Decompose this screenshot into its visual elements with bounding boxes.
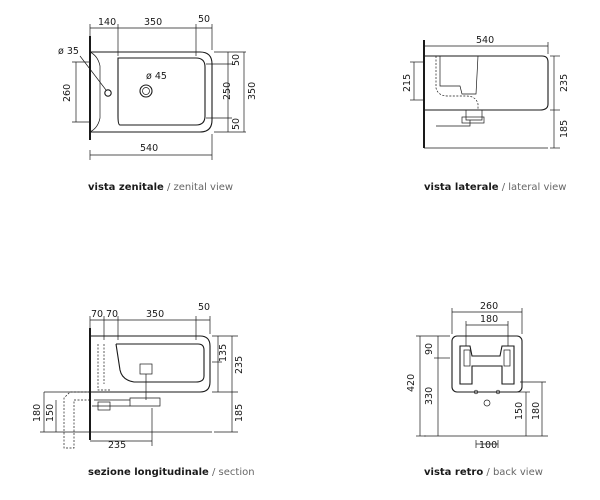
back-dim-left-c: 330 xyxy=(424,387,435,405)
zenital-dim-right-b: 250 xyxy=(222,82,233,100)
section-view: 70 70 350 50 135 235 185 180 150 235 xyxy=(32,302,245,451)
section-dim-left-a: 180 xyxy=(32,404,43,422)
section-dim-top-a: 70 xyxy=(91,309,103,320)
zenital-dim-right-total: 350 xyxy=(247,82,258,100)
lateral-dim-right-b: 185 xyxy=(559,120,570,138)
zenital-dim-drain: ø 45 xyxy=(146,71,167,82)
zenital-caption: vista zenitale / zenital view xyxy=(88,182,233,193)
zenital-dim-hole: ø 35 xyxy=(58,46,79,57)
section-dim-top-d: 50 xyxy=(198,302,210,313)
zenital-dim-bottom: 540 xyxy=(140,143,158,154)
zenital-dim-right-c: 50 xyxy=(231,118,242,130)
section-dim-right-b: 235 xyxy=(234,356,245,374)
section-dim-bottom: 235 xyxy=(108,440,126,451)
section-dim-right-a: 135 xyxy=(218,344,229,362)
zenital-dim-top-c: 50 xyxy=(198,14,210,25)
lateral-dim-top: 540 xyxy=(476,35,494,46)
back-dim-top-b: 180 xyxy=(480,314,498,325)
zenital-dim-left: 260 xyxy=(62,84,73,102)
back-dim-right-a: 150 xyxy=(514,402,525,420)
back-dim-top-a: 260 xyxy=(480,301,498,312)
back-dim-left-a: 420 xyxy=(406,374,417,392)
back-dim-left-b: 90 xyxy=(424,343,435,355)
zenital-dim-right-a: 50 xyxy=(231,54,242,66)
section-dim-right-c: 185 xyxy=(234,404,245,422)
back-caption: vista retro / back view xyxy=(424,467,543,478)
zenital-view: 140 350 50 540 50 250 50 350 260 ø 35 ø … xyxy=(58,14,258,160)
lateral-dim-right-a: 235 xyxy=(559,74,570,92)
lateral-caption: vista laterale / lateral view xyxy=(424,182,566,193)
section-dim-top-c: 350 xyxy=(146,309,164,320)
section-dim-top-b: 70 xyxy=(106,309,118,320)
back-view: 260 180 420 90 330 150 180 100 xyxy=(406,301,548,451)
zenital-dim-top-b: 350 xyxy=(144,17,162,28)
back-dim-bottom: 100 xyxy=(479,440,497,451)
zenital-dim-top-a: 140 xyxy=(98,17,116,28)
lateral-view: 540 215 235 185 xyxy=(402,35,570,149)
lateral-dim-left: 215 xyxy=(402,74,413,92)
section-caption: sezione longitudinale / section xyxy=(88,467,255,478)
back-dim-right-b: 180 xyxy=(531,402,542,420)
section-dim-left-b: 150 xyxy=(45,404,56,422)
